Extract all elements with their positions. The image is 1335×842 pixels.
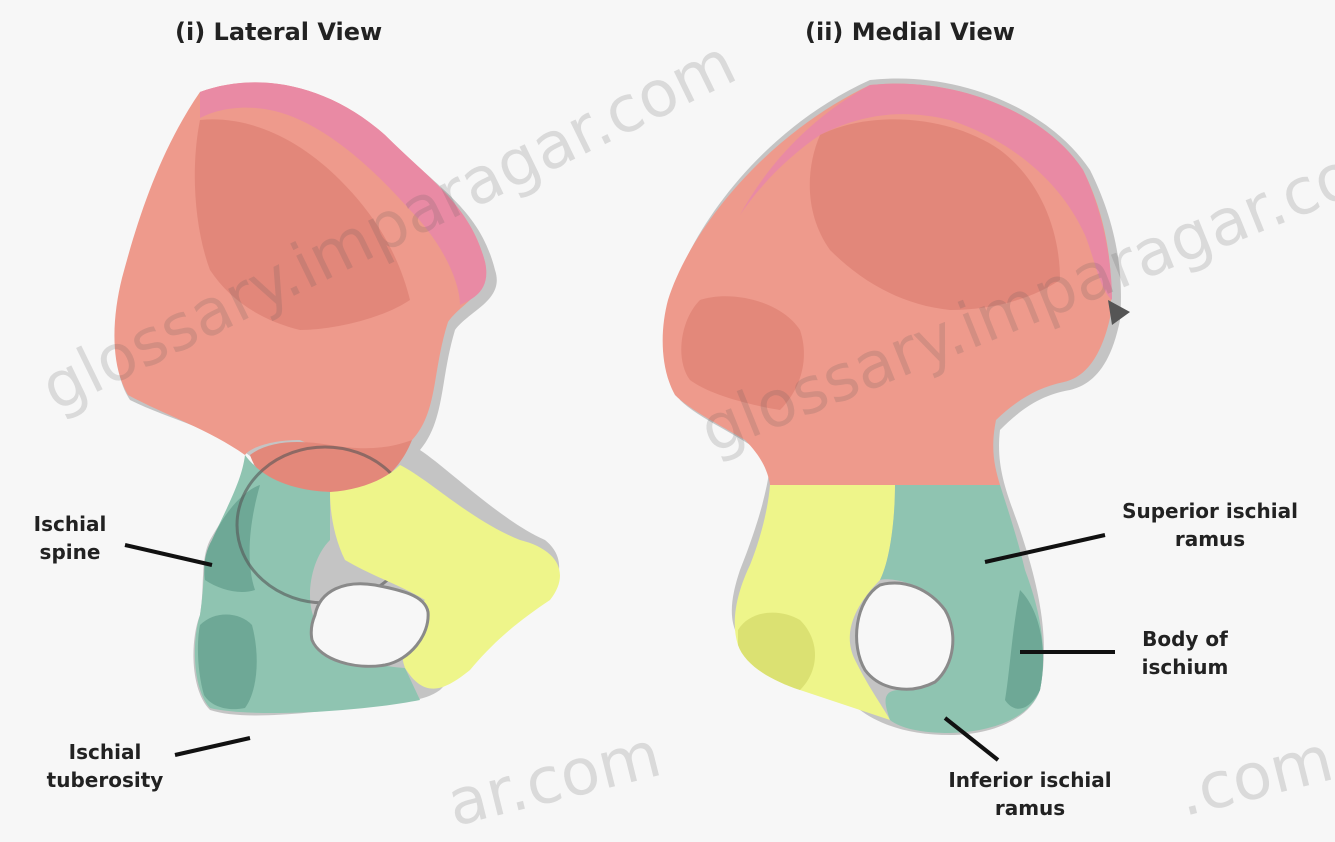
label-inferior-ramus-line2: ramus [930, 794, 1130, 822]
label-ischial-tuberosity-line2: tuberosity [35, 766, 175, 794]
label-superior-ischial-ramus: Superior ischial ramus [1105, 497, 1315, 553]
label-ischial-tuberosity-line1: Ischial [35, 738, 175, 766]
leader-ischial-spine [125, 545, 212, 565]
label-body-line1: Body of [1120, 625, 1250, 653]
label-ischial-spine: Ischial spine [20, 510, 120, 566]
label-inferior-ramus-line1: Inferior ischial [930, 766, 1130, 794]
label-body-of-ischium: Body of ischium [1120, 625, 1250, 681]
leader-ischial-tuberosity [175, 738, 250, 755]
label-body-line2: ischium [1120, 653, 1250, 681]
medial-pubis-shade [738, 613, 815, 690]
medial-view-title: (ii) Medial View [805, 18, 1015, 46]
label-ischial-tuberosity: Ischial tuberosity [35, 738, 175, 794]
medial-view-bone [663, 78, 1130, 735]
lateral-view-title: (i) Lateral View [175, 18, 382, 46]
label-superior-ramus-line2: ramus [1105, 525, 1315, 553]
label-ischial-spine-line2: spine [20, 538, 120, 566]
label-superior-ramus-line1: Superior ischial [1105, 497, 1315, 525]
label-ischial-spine-line1: Ischial [20, 510, 120, 538]
lateral-tuberosity-shade [198, 614, 257, 709]
lateral-view-bone [114, 82, 560, 715]
label-inferior-ischial-ramus: Inferior ischial ramus [930, 766, 1130, 822]
